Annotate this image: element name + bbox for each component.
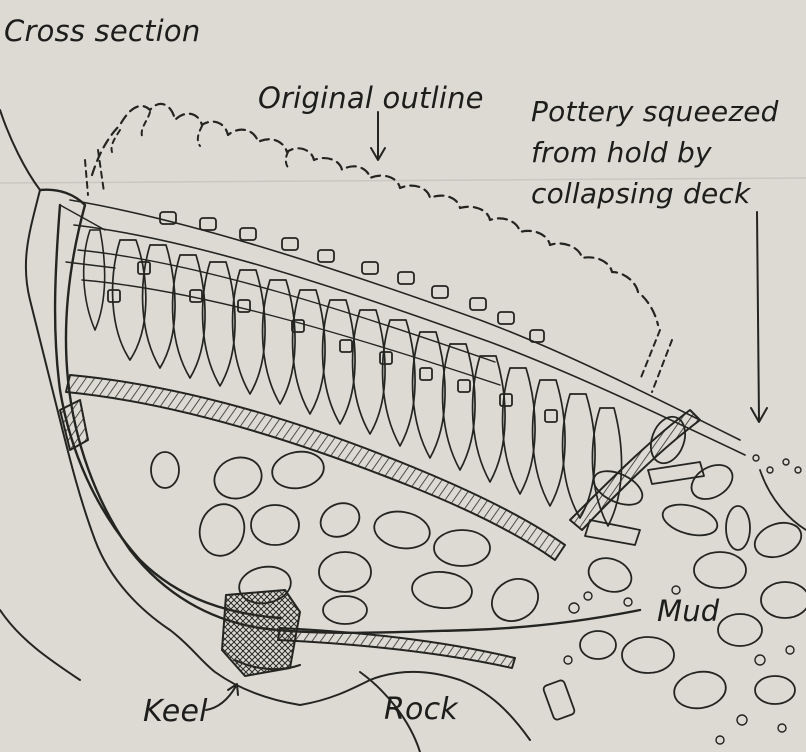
rock-label: Rock — [384, 692, 458, 727]
keel-arrow — [206, 684, 238, 710]
pottery-arrow — [751, 212, 767, 422]
pottery-label-line-3: collapsing deck — [531, 173, 806, 214]
spilled-pottery — [543, 412, 806, 721]
keel-label: Keel — [143, 694, 208, 729]
mud-label: Mud — [657, 594, 719, 628]
pottery-label-line-2: from hold by — [531, 132, 806, 173]
pottery-squeezed-label: Pottery squeezed from hold by collapsing… — [531, 91, 806, 214]
original-outline-label: Original outline — [258, 81, 484, 115]
stacked-amphorae — [113, 240, 622, 526]
original-outline-arrow — [371, 112, 385, 160]
pottery-label-line-1: Pottery squeezed — [531, 91, 806, 132]
cross-section-title: Cross section — [4, 14, 200, 48]
hull-outer — [40, 190, 640, 633]
deck-plank-lower — [278, 628, 515, 668]
